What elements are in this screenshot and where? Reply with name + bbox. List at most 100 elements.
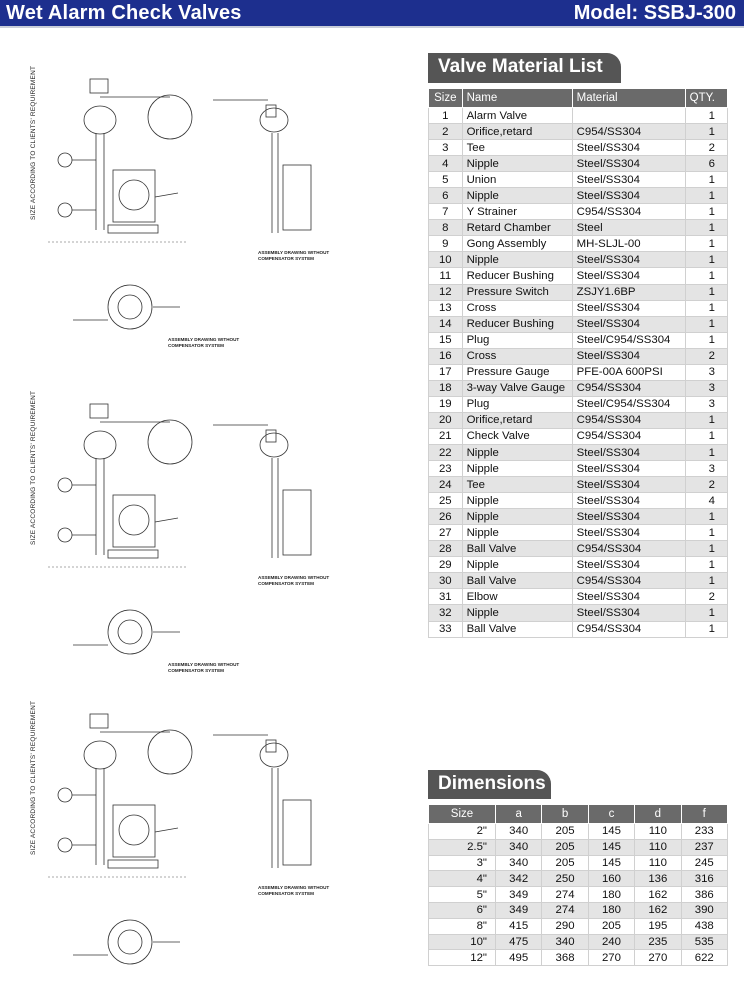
material-material-cell: ZSJY1.6BP — [571, 283, 686, 301]
material-qty-cell: 1 — [684, 556, 729, 574]
material-qty-cell: 1 — [684, 251, 729, 269]
material-name-cell: Plug — [461, 395, 573, 413]
drawing-stroke — [259, 432, 289, 458]
material-material-cell: C954/SS304 — [571, 379, 686, 397]
dimension-value-cell: 274 — [541, 901, 589, 919]
dimension-column-header: c — [587, 804, 636, 824]
material-size-cell: 22 — [428, 443, 463, 462]
dimensions-heading: Dimensions — [428, 770, 551, 799]
material-size-cell: 2 — [428, 123, 463, 141]
material-size-cell: 14 — [428, 315, 463, 333]
dimension-value-cell: 240 — [587, 933, 636, 951]
drawing-stroke — [112, 494, 156, 548]
drawing-stroke — [107, 549, 159, 559]
dimension-value-cell: 162 — [634, 886, 682, 903]
dimension-value-cell: 110 — [634, 823, 682, 840]
header-bar: Wet Alarm Check Valves Model: SSBJ-300 — [0, 0, 744, 28]
dimension-value-cell: 205 — [541, 838, 589, 856]
material-material-cell: C954/SS304 — [571, 572, 686, 590]
material-name-cell: Nipple — [461, 460, 573, 478]
dimension-column-header: Size — [428, 804, 496, 824]
material-qty-cell: 6 — [684, 155, 729, 173]
material-material-cell: C954/SS304 — [571, 427, 686, 445]
material-name-cell: Gong Assembly — [461, 235, 573, 253]
material-size-cell: 18 — [428, 379, 463, 397]
caption-line: ASSEMBLY DRAWING WITHOUT — [168, 662, 240, 667]
drawing-stroke — [57, 837, 73, 853]
material-qty-cell: 1 — [684, 604, 729, 622]
drawing-stroke — [107, 224, 159, 234]
material-qty-cell: 1 — [684, 106, 729, 125]
material-material-cell: Steel/SS304 — [571, 508, 686, 526]
material-name-cell: Nipple — [461, 492, 573, 510]
dimension-value-cell: 316 — [680, 870, 729, 888]
dimension-value-cell: 250 — [541, 870, 589, 888]
dimension-value-cell: 195 — [634, 917, 682, 935]
material-material-cell: Steel/SS304 — [571, 588, 686, 606]
dimension-size-cell: 5" — [428, 886, 496, 903]
material-header-row: Size Name Material QTY. — [428, 88, 729, 108]
material-material-cell: Steel/SS304 — [571, 443, 686, 462]
caption-line: ASSEMBLY DRAWING WITHOUT — [258, 250, 330, 255]
material-qty-cell: 1 — [684, 267, 729, 285]
drawing-stroke — [57, 477, 73, 493]
dimension-value-cell: 110 — [634, 838, 682, 856]
dimension-value-cell: 245 — [680, 854, 729, 872]
material-name-cell: Retard Chamber — [461, 219, 573, 237]
material-qty-cell: 1 — [684, 540, 729, 558]
material-size-cell: 19 — [428, 395, 463, 413]
drawing-stroke — [83, 740, 117, 770]
dimension-value-cell: 145 — [587, 823, 636, 840]
material-material-cell: Steel — [571, 219, 686, 237]
dimension-value-cell: 180 — [587, 901, 636, 919]
dimension-value-cell: 145 — [587, 854, 636, 872]
material-name-cell: Nipple — [461, 187, 573, 205]
material-size-cell: 30 — [428, 572, 463, 590]
material-name-cell: Nipple — [461, 604, 573, 622]
material-size-cell: 1 — [428, 106, 463, 125]
material-size-cell: 20 — [428, 411, 463, 429]
dimension-column-header: b — [541, 804, 589, 824]
material-size-cell: 9 — [428, 235, 463, 253]
material-size-cell: 5 — [428, 171, 463, 189]
dimension-column-header: a — [494, 804, 543, 824]
column-header-qty: QTY. — [684, 88, 729, 108]
drawing-stroke — [89, 713, 109, 729]
material-size-cell: 16 — [428, 347, 463, 365]
material-material-cell: C954/SS304 — [571, 123, 686, 141]
dimension-value-cell: 270 — [587, 949, 636, 967]
drawing-stroke — [57, 202, 73, 218]
dimension-size-cell: 4" — [428, 870, 496, 888]
material-material-cell: Steel/C954/SS304 — [571, 395, 686, 413]
material-qty-cell: 1 — [684, 524, 729, 542]
material-size-cell: 28 — [428, 540, 463, 558]
material-qty-cell: 1 — [684, 443, 729, 462]
dimension-value-cell: 162 — [634, 901, 682, 919]
material-qty-cell: 1 — [684, 171, 729, 189]
dimension-value-cell: 235 — [634, 933, 682, 951]
valve-line-drawing — [48, 713, 312, 965]
drawing-stroke — [154, 517, 179, 523]
drawing-stroke — [265, 429, 277, 443]
dimension-value-cell: 136 — [634, 870, 682, 888]
page-title: Wet Alarm Check Valves — [6, 2, 242, 24]
material-name-cell: Nipple — [461, 556, 573, 574]
material-name-cell: Orifice,retard — [461, 411, 573, 429]
